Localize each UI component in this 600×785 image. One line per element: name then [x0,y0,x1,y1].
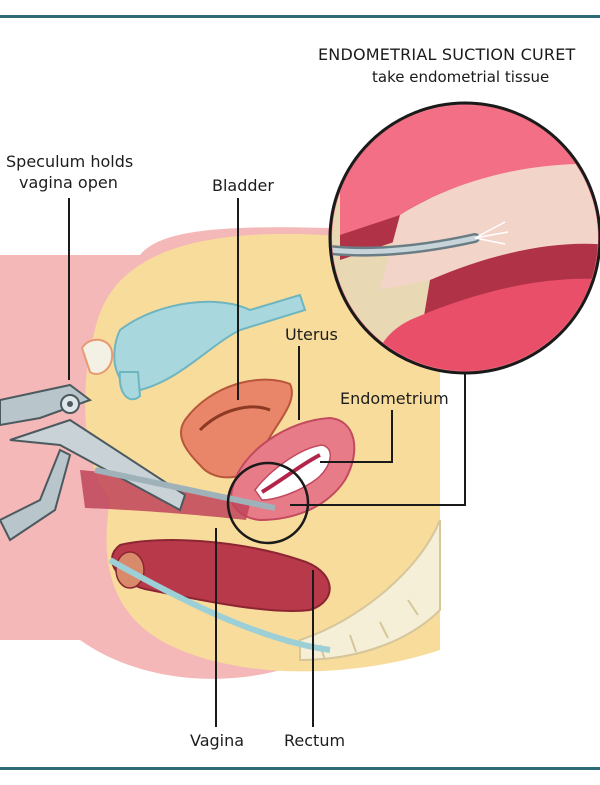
label-rectum: Rectum [284,731,346,750]
bottom-border [0,767,600,770]
top-border [0,15,600,18]
label-bladder: Bladder [212,176,274,195]
label-endometrium: Endometrium [340,389,449,408]
diagram-title: ENDOMETRIAL SUCTION CURET [318,45,576,64]
label-uterus: Uterus [285,325,338,344]
label-vagina: Vagina [190,731,245,750]
bladder-shape [113,293,307,392]
bladder-outlet [118,371,142,401]
diagram-subtitle: take endometrial tissue [372,68,550,86]
label-speculum-line2: vagina open [19,173,118,192]
pubic-bone [80,338,114,375]
sacrum [299,519,441,662]
label-speculum-line1: Speculum holds [6,152,134,171]
magnify-source-circle [226,461,310,545]
curette-tube [94,467,276,511]
